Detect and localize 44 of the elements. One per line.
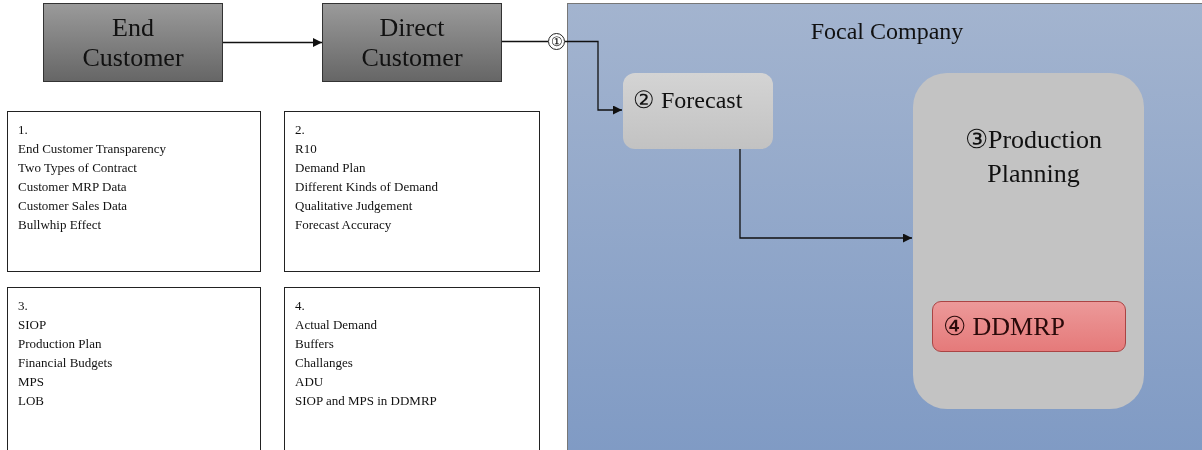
topic-item: Forecast Accuracy bbox=[295, 216, 393, 234]
area-heading: Focal Company bbox=[809, 18, 965, 45]
topic-item: LOB bbox=[18, 392, 45, 410]
section-number: 3. bbox=[18, 297, 29, 315]
topic-list-box bbox=[284, 287, 540, 450]
topic-item: Qualitative Judgement bbox=[295, 197, 414, 215]
topic-item: MPS bbox=[18, 373, 46, 391]
topic-item: Buffers bbox=[295, 335, 335, 353]
topic-item: R10 bbox=[295, 140, 318, 158]
topic-item: Bullwhip Effect bbox=[18, 216, 103, 234]
node-label: Direct Customer bbox=[360, 12, 464, 73]
node-label: ② Forecast bbox=[633, 86, 743, 114]
topic-item: Two Types of Contract bbox=[18, 159, 138, 177]
node-label: End Customer bbox=[82, 12, 184, 73]
topic-item: Challanges bbox=[295, 354, 354, 372]
topic-item: SIOP and MPS in DDMRP bbox=[295, 392, 438, 410]
topic-list-box bbox=[7, 287, 261, 450]
topic-item: Customer Sales Data bbox=[18, 197, 129, 215]
topic-item: Financial Budgets bbox=[18, 354, 114, 372]
customer-box bbox=[322, 3, 502, 82]
section-number: 2. bbox=[295, 121, 306, 139]
topic-list-box bbox=[284, 111, 540, 272]
topic-item: Actual Demand bbox=[295, 316, 378, 334]
topic-item: End Customer Transparency bbox=[18, 140, 168, 158]
node-label: ③Production Planning bbox=[964, 125, 1103, 188]
topic-item: Different Kinds of Demand bbox=[295, 178, 440, 196]
arrow bbox=[222, 38, 323, 47]
topic-item: Customer MRP Data bbox=[18, 178, 128, 196]
section-number: 4. bbox=[295, 297, 306, 315]
topic-item: Demand Plan bbox=[295, 159, 367, 177]
customer-box bbox=[43, 3, 223, 82]
arrow bbox=[564, 40, 623, 115]
node-label: ④ DDMRP bbox=[943, 310, 1065, 343]
arrow bbox=[739, 147, 913, 243]
process-box bbox=[913, 73, 1144, 409]
topic-item: Production Plan bbox=[18, 335, 103, 353]
topic-item: ADU bbox=[295, 373, 325, 391]
step-number-text: ① bbox=[550, 35, 563, 48]
highlight-box bbox=[932, 301, 1126, 352]
section-number: 1. bbox=[18, 121, 29, 139]
process-box bbox=[623, 73, 773, 149]
topic-list-box bbox=[7, 111, 261, 272]
company-area bbox=[567, 3, 1202, 450]
topic-item: SIOP bbox=[18, 316, 48, 334]
